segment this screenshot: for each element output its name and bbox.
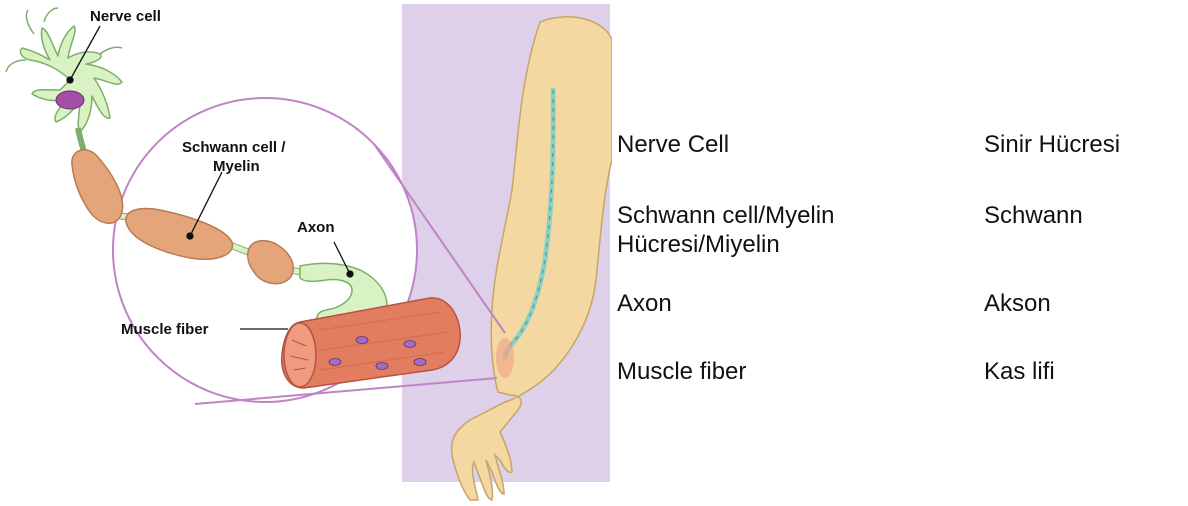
glossary-tr-axon: Akson <box>984 289 1051 318</box>
label-axon: Axon <box>297 219 335 236</box>
label-nerve-cell: Nerve cell <box>90 8 161 25</box>
glossary-en-nerve-cell: Nerve Cell <box>617 130 729 159</box>
nucleus <box>56 91 84 109</box>
glossary-tr-nerve-cell: Sinir Hücresi <box>984 130 1120 159</box>
label-myelin: Myelin <box>213 158 260 175</box>
label-schwann-cell: Schwann cell / <box>182 139 286 156</box>
glossary-en-schwann-line1: Schwann cell/Myelin <box>617 201 834 230</box>
glossary-tr-muscle-fiber: Kas lifi <box>984 357 1055 386</box>
forearm-muscle-highlight <box>496 338 514 378</box>
myelin-segment-1 <box>72 150 123 223</box>
glossary-tr-schwann: Schwann <box>984 201 1083 230</box>
glossary-en-muscle-fiber: Muscle fiber <box>617 357 746 386</box>
glossary-en-axon: Axon <box>617 289 672 318</box>
glossary-en-schwann-line2: Hücresi/Miyelin <box>617 230 780 259</box>
nerve-cell <box>6 8 122 160</box>
nerve-diagram: Nerve cell Schwann cell / Myelin Axon Mu… <box>0 0 612 506</box>
label-muscle-fiber: Muscle fiber <box>121 321 209 338</box>
